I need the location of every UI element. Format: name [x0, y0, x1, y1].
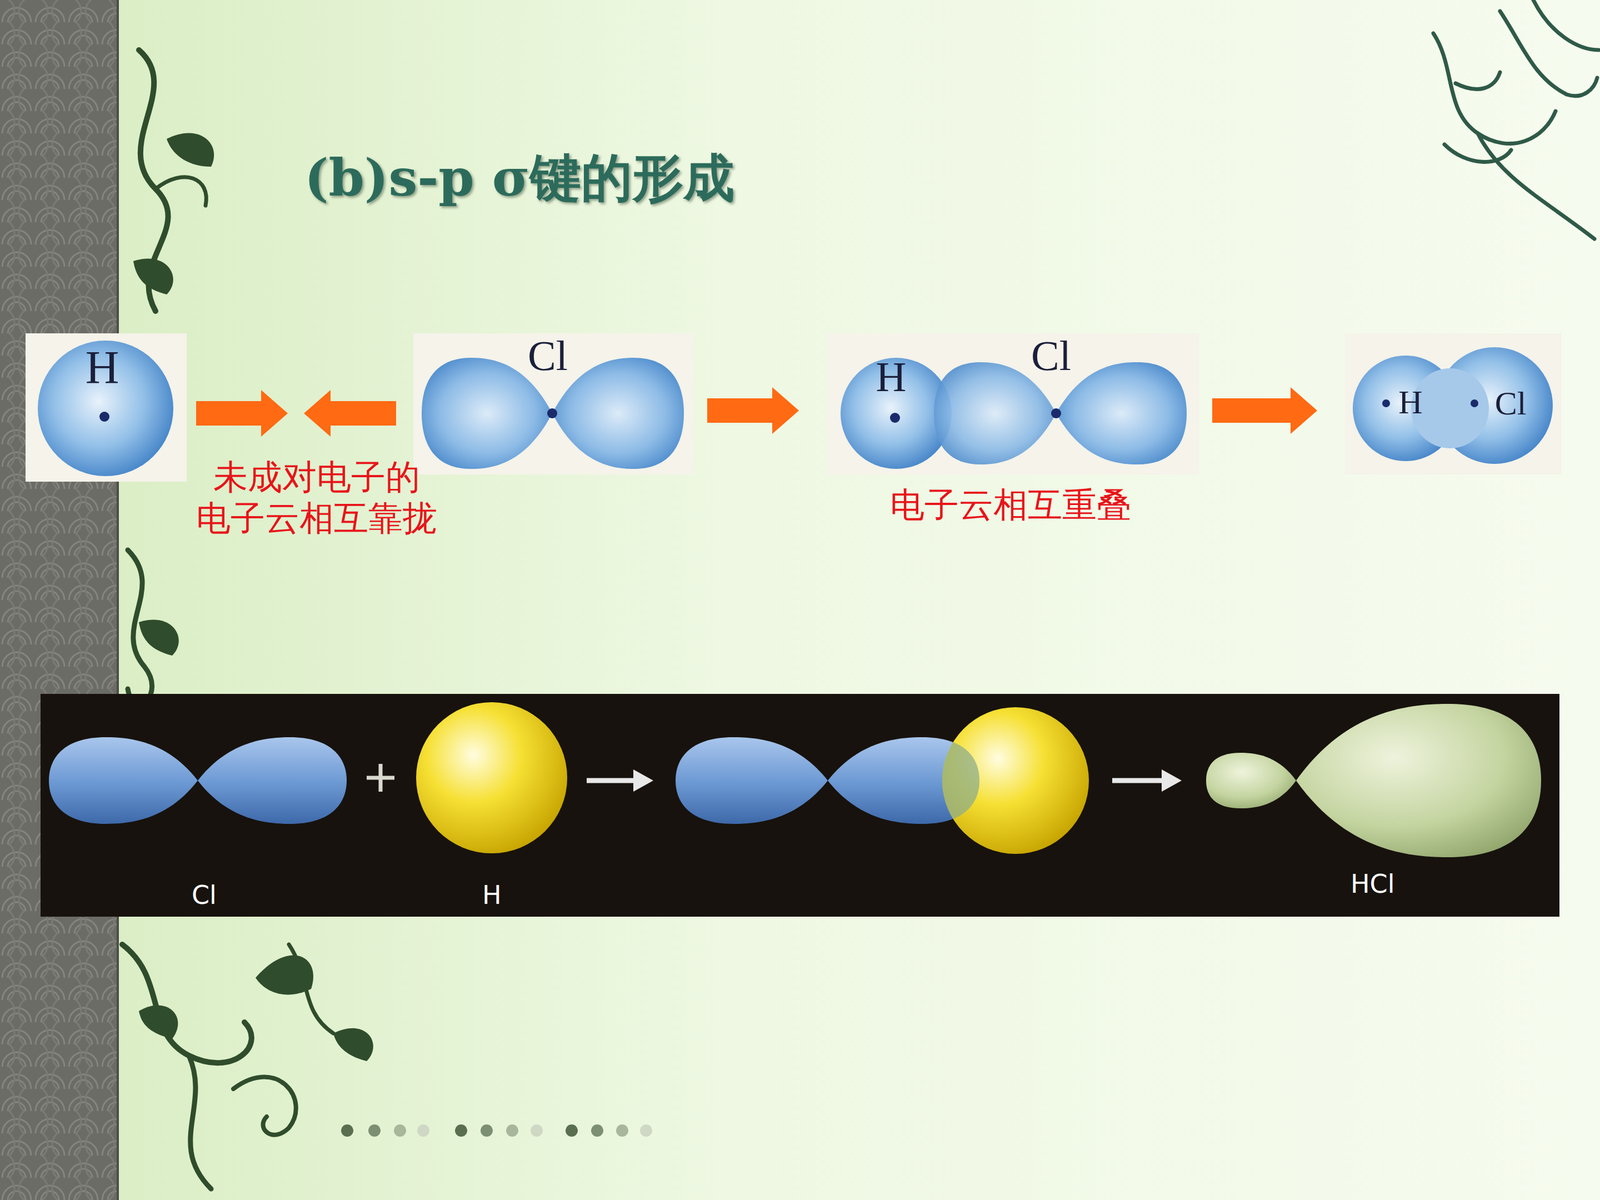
- atom-symbol: H: [1398, 385, 1423, 419]
- atom-symbol: H: [876, 355, 907, 398]
- atom-label: H: [482, 880, 502, 911]
- bird-ornament: [1433, 0, 1599, 239]
- leaf-ornament: [133, 133, 374, 1062]
- slide-title: (b)s-p σ键的形成: [304, 150, 735, 207]
- approach-arrow: [303, 390, 397, 437]
- orbital-band: [40, 693, 1560, 917]
- atom-label: Cl: [191, 880, 217, 911]
- h-orbital-figure: [25, 333, 187, 482]
- note-text: 电子云相互重叠: [890, 484, 1132, 526]
- orbital-panel: H Cl: [1345, 333, 1562, 475]
- orbital-panel: Cl: [413, 333, 694, 475]
- orbital-panel: H: [25, 333, 187, 482]
- vine-ornament: [122, 50, 334, 1189]
- orbital-panel: H Cl: [826, 333, 1199, 475]
- molecule-figure: [1345, 333, 1562, 475]
- process-arrow: [1212, 387, 1318, 434]
- approach-arrow: [196, 390, 288, 437]
- atom-symbol: H: [85, 344, 120, 392]
- atom-symbol: Cl: [1495, 386, 1527, 420]
- strip-edge: [116, 0, 119, 1200]
- process-arrow: [707, 387, 799, 434]
- side-strip: [0, 0, 118, 1200]
- molecule-label: HCl: [1350, 868, 1395, 900]
- atom-symbol: Cl: [1031, 334, 1072, 377]
- cl-orbital-figure: [413, 333, 694, 475]
- dot-ornament: [341, 1124, 653, 1137]
- note-text: 未成对电子的 电子云相互靠拢: [183, 456, 450, 540]
- atom-symbol: Cl: [527, 334, 568, 377]
- overlap-figure: [826, 333, 1199, 475]
